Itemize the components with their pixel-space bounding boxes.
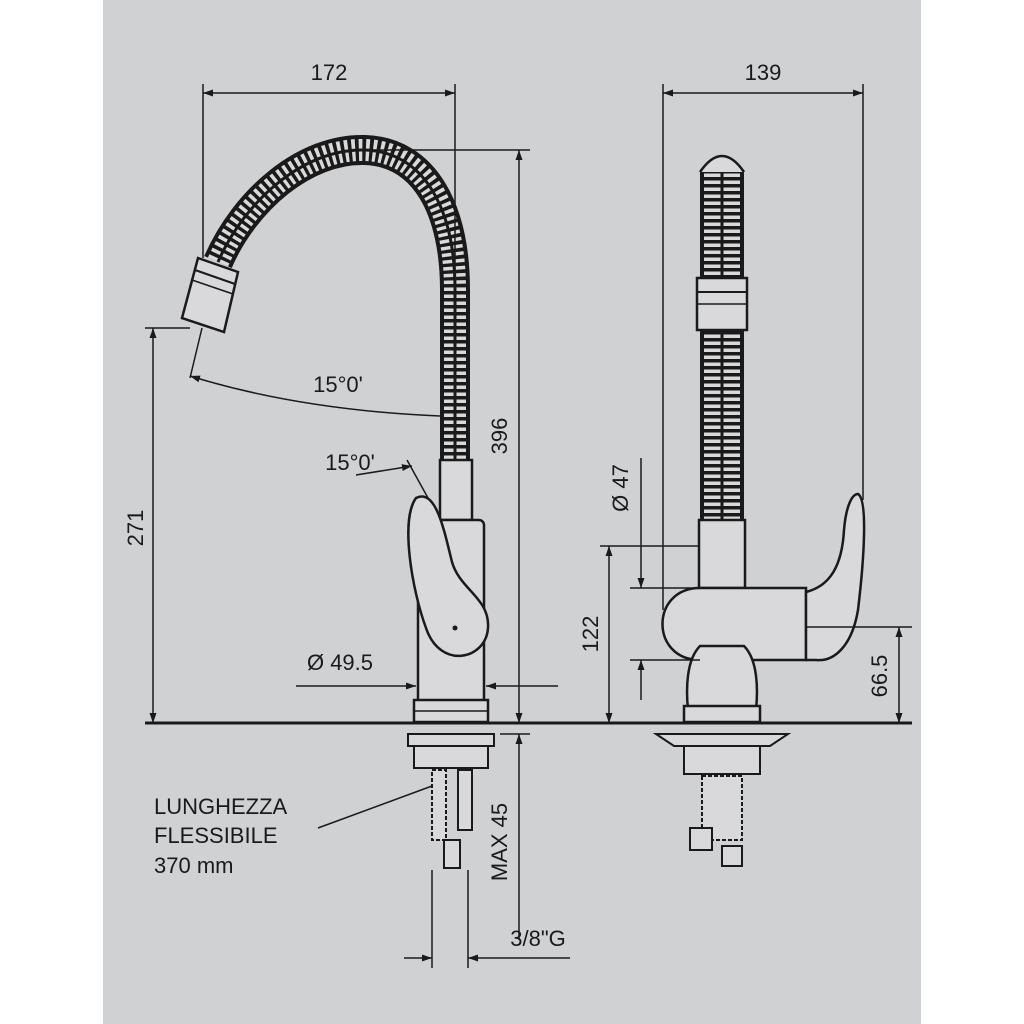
label-172: 172 bbox=[311, 60, 348, 85]
label-396: 396 bbox=[487, 418, 512, 455]
dimension-172: 172 bbox=[202, 60, 456, 460]
fixing-assembly-front bbox=[652, 733, 792, 867]
spring-coil-front bbox=[698, 154, 746, 520]
hose-sleeve-side bbox=[438, 458, 474, 522]
label-diameter-47: Ø 47 bbox=[608, 464, 633, 512]
label-handle-angle: 15°0' bbox=[325, 450, 375, 475]
base-ring-front bbox=[682, 704, 762, 724]
spray-head-side bbox=[180, 256, 240, 334]
dimension-diameter-47: Ø 47 bbox=[600, 458, 700, 700]
hose-note-line-3: 370 mm bbox=[154, 853, 233, 878]
dimension-thread: 3/8"G bbox=[404, 870, 570, 968]
label-139: 139 bbox=[745, 60, 782, 85]
hose-sleeve-front bbox=[697, 518, 747, 590]
base-column-front bbox=[685, 644, 759, 712]
label-max-45: MAX 45 bbox=[487, 803, 512, 881]
dimension-handle-angle: 15°0' bbox=[325, 450, 429, 499]
dimension-66-5: 66.5 bbox=[806, 626, 912, 723]
label-271: 271 bbox=[123, 510, 148, 547]
label-66-5: 66.5 bbox=[867, 655, 892, 698]
hose-note-line-1: LUNGHEZZA bbox=[154, 794, 288, 819]
dimension-base-diameter: Ø 49.5 bbox=[296, 650, 558, 690]
side-view: 172 396 271 15°0' 15°0' bbox=[123, 60, 570, 968]
hose-note-line-2: FLESSIBILE bbox=[154, 823, 278, 848]
label-thread: 3/8"G bbox=[510, 926, 566, 951]
dimension-spray-angle: 15°0' bbox=[189, 327, 441, 417]
fixing-assembly-side bbox=[407, 733, 495, 869]
dimension-139: 139 bbox=[662, 60, 864, 610]
label-spray-angle: 15°0' bbox=[313, 372, 363, 397]
label-122: 122 bbox=[578, 616, 603, 653]
front-view: 139 Ø 47 122 66.5 bbox=[578, 60, 912, 867]
spring-coil-side bbox=[204, 134, 470, 460]
hose-length-note: LUNGHEZZA FLESSIBILE 370 mm bbox=[154, 785, 433, 878]
label-base-diameter: Ø 49.5 bbox=[307, 650, 373, 675]
lever-handle-side bbox=[407, 495, 490, 657]
lever-handle-front bbox=[804, 492, 866, 662]
drawing-panel bbox=[103, 0, 921, 1024]
dimension-396: 396 bbox=[365, 149, 530, 723]
dimension-max-45: MAX 45 bbox=[487, 733, 530, 940]
dimension-271: 271 bbox=[123, 327, 190, 723]
dimension-122: 122 bbox=[578, 546, 613, 723]
